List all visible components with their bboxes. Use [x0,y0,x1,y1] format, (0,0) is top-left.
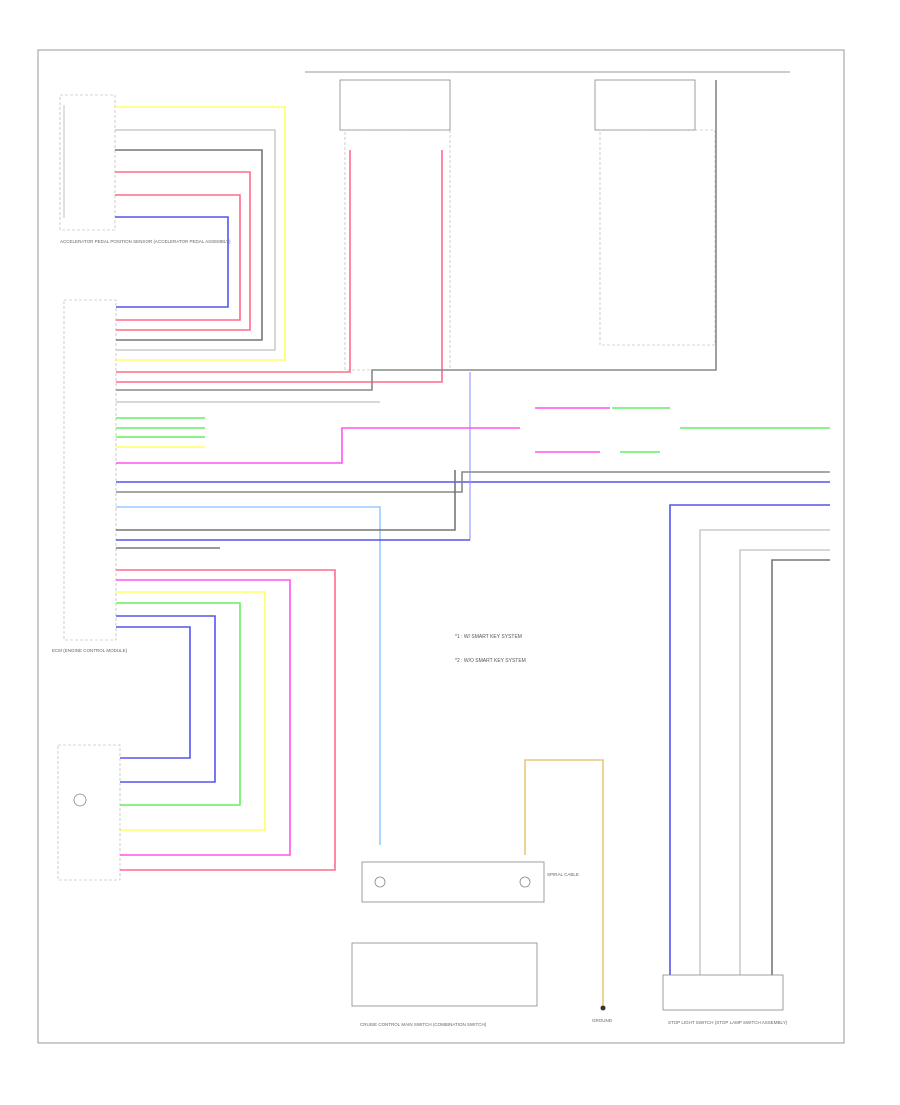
ground-symbol: GROUND [592,1005,613,1023]
wire-blue-4 [669,504,830,975]
combination-switch-component [57,744,121,881]
ground-label: GROUND [592,1018,613,1023]
wire-yellow-1 [115,106,286,361]
ecm-label: ECM (ENGINE CONTROL MODULE) [52,648,128,653]
accel-pedal-sensor-label: ACCELERATOR PEDAL POSITION SENSOR (ACCEL… [60,239,231,244]
wire-red-5 [116,569,336,871]
accel-pedal-sensor: ACCELERATOR PEDAL POSITION SENSOR (ACCEL… [59,94,231,244]
note-2: *2 : W/O SMART KEY SYSTEM [455,658,526,664]
wire-yellow-2 [116,591,266,831]
wire-pink-4 [116,579,291,856]
notes: *1 : W/ SMART KEY SYSTEM *2 : W/O SMART … [455,634,526,664]
note-1: *1 : W/ SMART KEY SYSTEM [455,634,522,640]
wire-gray-3 [116,471,830,493]
cruise-switch-label: CRUISE CONTROL MAIN SWITCH (COMBINATION … [360,1022,487,1027]
wire-white-3 [699,529,830,975]
wire-gray-1 [115,149,263,341]
spiral-cable-label: SPIRAL CABLE [547,872,579,877]
cruise-switch: CRUISE CONTROL MAIN SWITCH (COMBINATION … [351,942,538,1027]
wire-gray-5 [771,559,830,975]
wire-blue-1 [115,216,229,308]
stop-light-switch: STOP LIGHT SWITCH (STOP LAMP SWITCH ASSE… [662,974,788,1025]
wire-green-7 [116,602,241,806]
page-border [37,49,845,1044]
throttle-body: SPIRAL CABLE [361,861,579,903]
ecm: ECM (ENGINE CONTROL MODULE) [52,299,128,653]
wire-red-3 [116,150,351,373]
wire-blue-5 [116,615,216,783]
wires [115,80,830,1005]
wire-gray-4 [116,470,456,531]
wire-lightblue-1 [116,506,381,845]
wire-red-4 [116,150,443,383]
wire-gray-2 [116,80,717,391]
wire-pink-1 [116,427,520,464]
wire-tan-1 [524,759,604,1005]
wire-blue-6 [116,626,191,759]
wire-white-1 [115,129,276,351]
stop-light-switch-label: STOP LIGHT SWITCH (STOP LAMP SWITCH ASSE… [668,1020,788,1025]
power-supply-relay-boxes [305,71,790,371]
wire-red-1 [115,171,251,331]
wire-red-2 [115,194,241,321]
wire-white-4 [739,549,830,975]
